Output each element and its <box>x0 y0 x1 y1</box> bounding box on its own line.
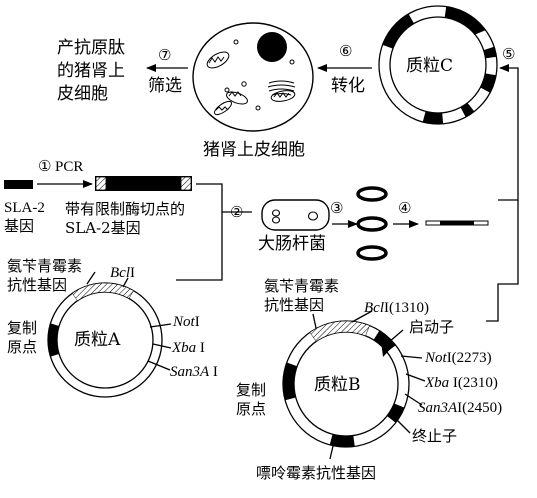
plasmid-a-amp-region <box>71 282 134 302</box>
ecoli-cell <box>261 199 330 231</box>
plasmid-b-not-tick <box>400 355 423 359</box>
plasmid-a-san-label: San3A I <box>170 364 218 380</box>
ecoli-label: 大肠杆菌 <box>258 234 326 254</box>
plasmid-b-ori-label-2: 原点 <box>236 400 266 418</box>
sla2-cut-label-2: SLA-2基因 <box>65 219 141 237</box>
step-1-number: ① <box>38 157 51 175</box>
extracted-plasmids <box>356 186 388 261</box>
plasmid-b-san-label: San3AI(2450) <box>418 400 502 416</box>
plasmid-a-xba-tick <box>152 343 172 349</box>
plasmid-b-puro-label: 嘌呤霉素抗性基因 <box>256 464 376 482</box>
svg-text:的猪肾上: 的猪肾上 <box>57 61 125 81</box>
plasmid-a-ori-region <box>47 323 60 357</box>
svg-text:皮细胞: 皮细胞 <box>57 84 108 104</box>
sla2-gene-label-1: SLA-2 <box>4 200 45 216</box>
plasmid-b-amp-label-2: 抗性基因 <box>264 296 324 314</box>
cell-membrane <box>192 22 314 132</box>
plasmid-a-label: 质粒A <box>74 330 121 350</box>
plasmid-b-xba-tick <box>405 373 426 382</box>
plasmid-c-segment <box>382 13 414 49</box>
plasmid-b-ori-region <box>283 362 298 401</box>
sla2-cut-label-1: 带有限制酶切点的 <box>65 200 185 218</box>
plasmid-b-puro-pointer <box>329 445 334 460</box>
plasmid-c <box>378 5 498 125</box>
plasmid-a-bcl-tick <box>122 277 129 288</box>
connector-plasmidb-to-step5 <box>486 200 519 322</box>
plasmid-b-amp-region <box>309 320 370 342</box>
plasmid-c-promoter-arrow <box>474 22 486 35</box>
plasmid-b <box>282 310 426 460</box>
plasmid-b-promoter-label: 启动子 <box>409 318 454 336</box>
plasmid-a-san-tick <box>147 360 171 371</box>
step-3-number: ③ <box>330 199 343 217</box>
step-6-number: ⑥ <box>339 42 352 60</box>
plasmid-b-not-label: NotI(2273) <box>424 350 492 366</box>
plasmid-a-amp-label-1: 氨苄青霉素 <box>7 257 82 275</box>
plasmid-b-promoter-pointer <box>388 329 404 343</box>
step-2-number: ② <box>230 203 243 221</box>
plasmid-c-segment <box>483 46 497 59</box>
plasmid-b-terminator-pointer <box>396 419 411 434</box>
step-7-number: ⑦ <box>158 46 171 64</box>
step-5-arrow <box>498 64 519 201</box>
plasmid-c-segment <box>480 73 497 93</box>
result-text: 产抗原肽 的猪肾上 皮细胞 <box>57 38 125 104</box>
vesicle-icon <box>224 39 295 111</box>
sla2-gene-bar <box>4 180 33 189</box>
plasmid-c-label: 质粒C <box>406 56 453 76</box>
step-1-label: PCR <box>55 159 83 175</box>
mitochondrion-icon <box>206 51 296 116</box>
step-6-label: 转化 <box>331 76 365 96</box>
plasmid-c-segment <box>444 6 484 35</box>
plasmid-a-xba-label: Xba I <box>171 340 205 356</box>
plasmid-c-segment <box>422 111 444 124</box>
sla2-gene-label-2: 基因 <box>4 217 34 235</box>
plasmid-a-not-tick <box>149 323 172 328</box>
connector-plasmida-to-step2 <box>176 212 223 281</box>
plasmid-c-segment <box>460 102 475 118</box>
plasmid-b-amp-pointer <box>312 313 317 329</box>
plasmid-a-ori-label-1: 复制 <box>7 319 37 337</box>
plasmid-a <box>47 271 172 398</box>
step-4-number: ④ <box>398 199 411 217</box>
plasmid-b-amp-label-1: 氨苄青霉素 <box>264 277 339 295</box>
golgi-icon <box>267 80 296 96</box>
linear-vector <box>425 220 489 226</box>
plasmid-a-amp-label-2: 抗性基因 <box>7 276 67 294</box>
plasmid-b-terminator-label: 终止子 <box>412 427 457 445</box>
plasmid-b-bcl-label: BclI(1310) <box>364 300 429 316</box>
plasmid-a-ori-label-2: 原点 <box>7 338 37 356</box>
svg-text:产抗原肽: 产抗原肽 <box>57 38 125 58</box>
plasmid-b-puro-region <box>329 434 355 448</box>
cell-nucleus <box>257 32 287 62</box>
plasmid-b-bcl-tick <box>351 310 373 323</box>
pig-kidney-cell <box>192 22 314 132</box>
sla2-with-sites <box>95 176 192 191</box>
plasmid-b-promoter-arrow <box>381 341 395 357</box>
step-5-number: ⑤ <box>502 45 515 63</box>
plasmid-b-ori-label-1: 复制 <box>236 381 266 399</box>
plasmid-b-san-tick <box>404 393 423 406</box>
step-7-label: 筛选 <box>148 76 182 96</box>
plasmid-a-amp-pointer <box>86 271 96 285</box>
plasmid-a-bcl-label: BclI <box>110 265 135 281</box>
plasmid-b-xba-label: Xba I(2310) <box>424 375 498 391</box>
plasmid-a-not-label: NotI <box>172 314 200 330</box>
cell-label: 猪肾上皮细胞 <box>203 140 305 160</box>
plasmid-b-label: 质粒B <box>314 375 361 395</box>
plasmid-b-terminator-region <box>386 403 405 423</box>
connector-gene-to-step2 <box>196 183 252 213</box>
